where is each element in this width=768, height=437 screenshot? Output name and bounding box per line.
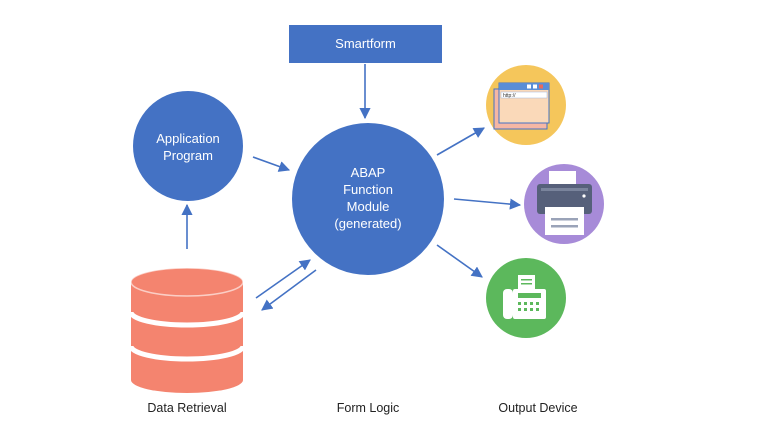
abap-line4: (generated) [334,216,402,231]
application-program-label: Application Program [133,130,243,164]
caption-output-device: Output Device [498,401,578,415]
smartform-label: Smartform [335,36,396,51]
caption-form-logic: Form Logic [336,401,400,415]
caption-data-retrieval: Data Retrieval [147,401,227,415]
browser-device: http:// [486,65,566,145]
application-program-circle [133,91,243,201]
arrow-module-to-fax [436,244,483,278]
application-program-line1: Application [156,131,220,146]
application-program-line2: Program [163,148,213,163]
arrow-application-to-module [252,156,291,172]
abap-function-module-circle [292,123,444,275]
database-icon [128,267,246,393]
fax-device [486,258,566,338]
abap-line3: Module [346,199,390,214]
browser-url-text: http:// [503,93,516,99]
abap-line2: Function [343,182,393,197]
abap-function-module-label: ABAP Function Module (generated) [300,164,436,232]
arrow-database-to-module [255,259,311,299]
abap-line1: ABAP [350,165,386,180]
arrow-module-to-database [261,269,317,311]
printer-device [524,164,604,244]
arrows [181,64,522,311]
arrow-module-to-printer [453,198,522,210]
arrow-module-to-browser [436,127,485,156]
smartform-box [289,25,442,63]
